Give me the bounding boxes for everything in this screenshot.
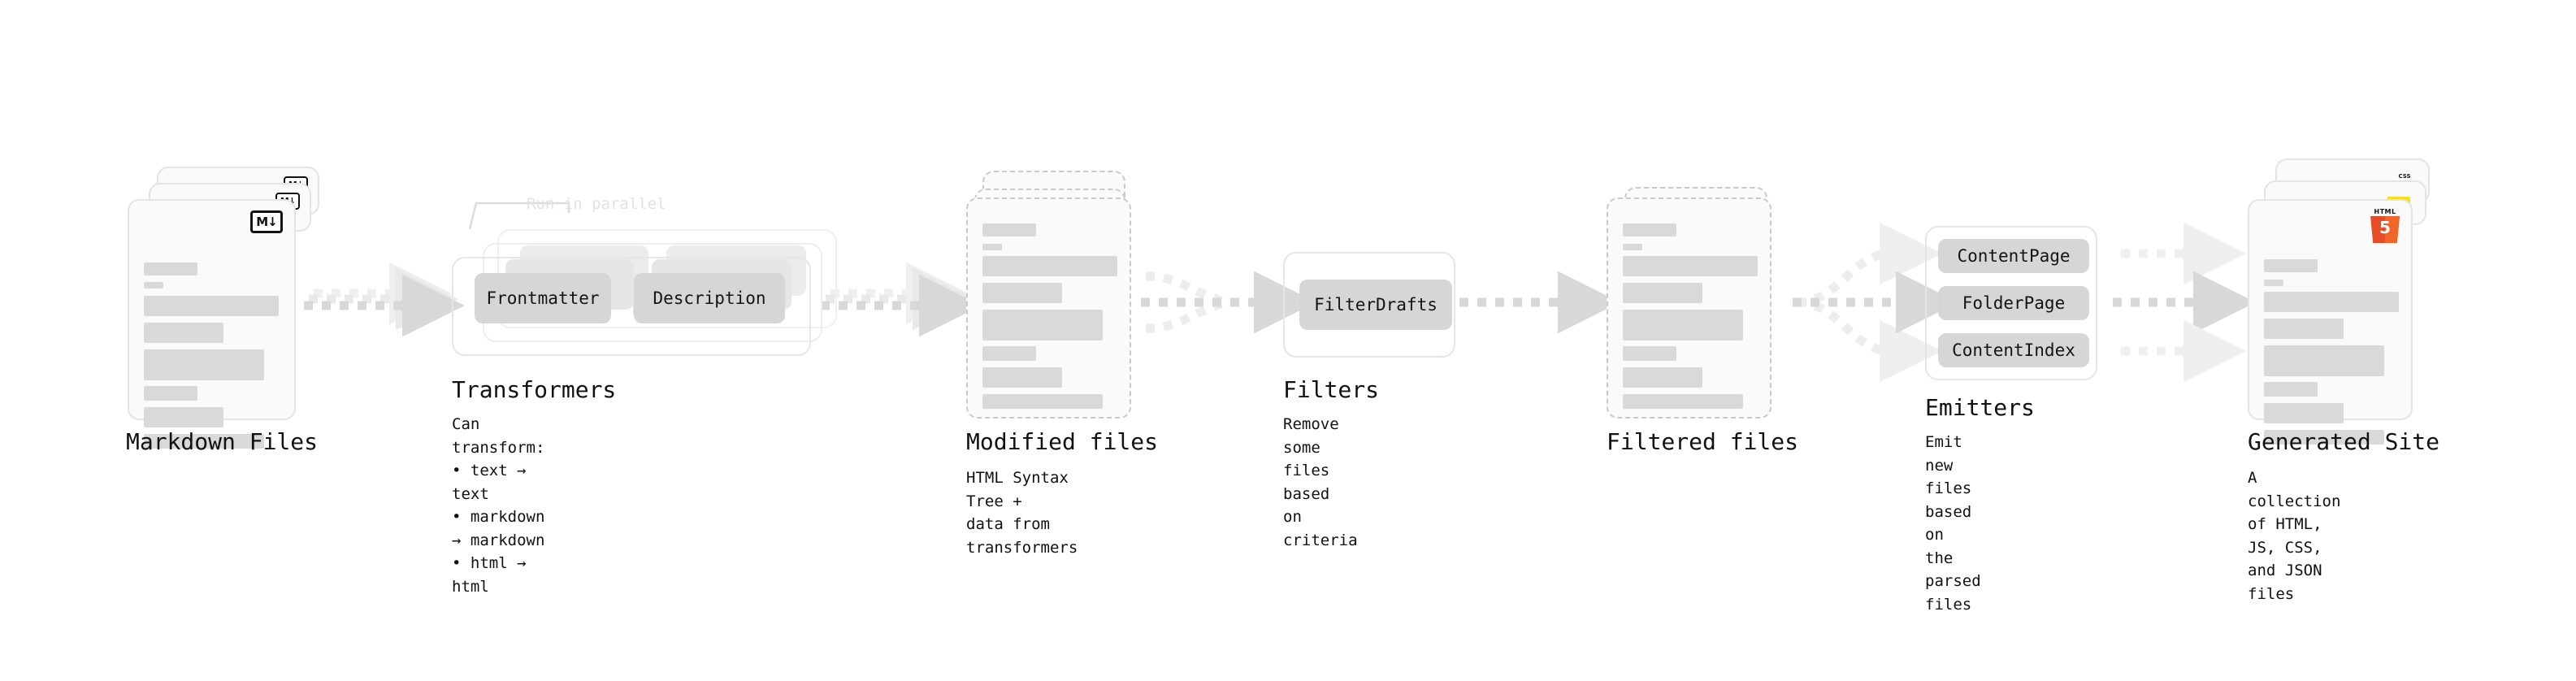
skeleton-line [144, 386, 197, 401]
skeleton-line [2264, 319, 2344, 339]
filtered-file-front[interactable] [1607, 197, 1772, 419]
skeleton-line [144, 407, 223, 427]
skeleton-line [1623, 223, 1676, 236]
stage-title-generated-site: Generated Site [2248, 428, 2440, 455]
skeleton-line [982, 394, 1103, 409]
stage-subtitle-emitters: Emit new files based on the parsed files [1925, 433, 1981, 614]
transformer-group-front[interactable]: Frontmatter Description [452, 257, 811, 356]
chip-frontmatter[interactable]: Frontmatter [475, 273, 611, 323]
skeleton-line [1623, 346, 1676, 361]
arrow-transformers-to-modified [821, 262, 982, 337]
skeleton-line [982, 310, 1103, 340]
stage-subtitle-filters: Remove some files based on criteria [1283, 415, 1358, 549]
stage-title-filters: Filters [1283, 376, 1380, 403]
skeleton-line [2264, 430, 2384, 445]
filters-group[interactable]: FilterDrafts [1283, 252, 1455, 358]
arrow-emitters-to-site [2113, 222, 2256, 383]
chip-folderpage[interactable]: FolderPage [1938, 286, 2089, 320]
skeleton-line [1623, 256, 1758, 276]
skeleton-line [982, 223, 1036, 236]
skeleton-line [2264, 382, 2318, 397]
skeleton-line [982, 346, 1036, 361]
skeleton-line [982, 244, 1002, 250]
skeleton-line [144, 323, 223, 343]
stage-title-emitters: Emitters [1925, 394, 2035, 421]
modified-file-front[interactable] [966, 197, 1131, 419]
skeleton-line [1623, 283, 1702, 303]
skeleton-line [1623, 310, 1743, 340]
skeleton-line [144, 282, 163, 288]
stage-title-markdown-files: Markdown Files [126, 428, 319, 455]
skeleton-line [2264, 259, 2318, 272]
skeleton-line [982, 256, 1117, 276]
chip-contentpage[interactable]: ContentPage [1938, 239, 2089, 273]
skeleton-line [144, 434, 264, 449]
skeleton-line [2264, 292, 2399, 312]
skeleton-line [2264, 280, 2283, 286]
skeleton-line [982, 367, 1062, 388]
skeleton-line [144, 296, 279, 316]
html5-icon: HTML 5 [2370, 208, 2400, 243]
stage-subtitle-modified-files: HTML Syntax Tree + data from transformer… [966, 469, 1078, 557]
markdown-file-front[interactable]: M↓ [128, 199, 296, 449]
html5-icon-digit: 5 [2379, 218, 2391, 237]
skeleton-line [144, 349, 264, 380]
stage-title-modified-files: Modified files [966, 428, 1159, 455]
chip-contentindex[interactable]: ContentIndex [1938, 333, 2089, 367]
markdown-icon: M↓ [250, 210, 283, 233]
arrow-modified-to-filters [1141, 271, 1316, 334]
css3-icon-label: CSS [2398, 173, 2411, 180]
skeleton-line [1623, 244, 1642, 250]
skeleton-line [1623, 394, 1743, 409]
skeleton-line [144, 262, 197, 275]
arrow-filtered-to-emitters [1793, 222, 1958, 383]
emitters-group[interactable]: ContentPage FolderPage ContentIndex [1925, 226, 2097, 380]
html5-shield-right [2385, 216, 2400, 243]
stage-title-transformers: Transformers [452, 376, 617, 403]
skeleton-line [2264, 345, 2384, 376]
chip-description[interactable]: Description [634, 273, 785, 323]
skeleton-line [982, 283, 1062, 303]
html5-icon-label: HTML [2374, 208, 2396, 215]
chip-filterdrafts[interactable]: FilterDrafts [1299, 280, 1452, 330]
stage-title-filtered-files: Filtered files [1607, 428, 1799, 455]
stage-subtitle-generated-site: A collection of HTML, JS, CSS, and JSON … [2248, 469, 2341, 603]
skeleton-line [1623, 367, 1702, 388]
generated-file-html[interactable]: HTML 5 [2248, 199, 2413, 445]
arrow-markdown-to-transformers [304, 262, 465, 337]
stage-subtitle-transformers: Can transform: • text → text • markdown … [452, 415, 545, 596]
run-in-parallel-label: Run in parallel [527, 195, 666, 213]
skeleton-line [2264, 403, 2344, 423]
